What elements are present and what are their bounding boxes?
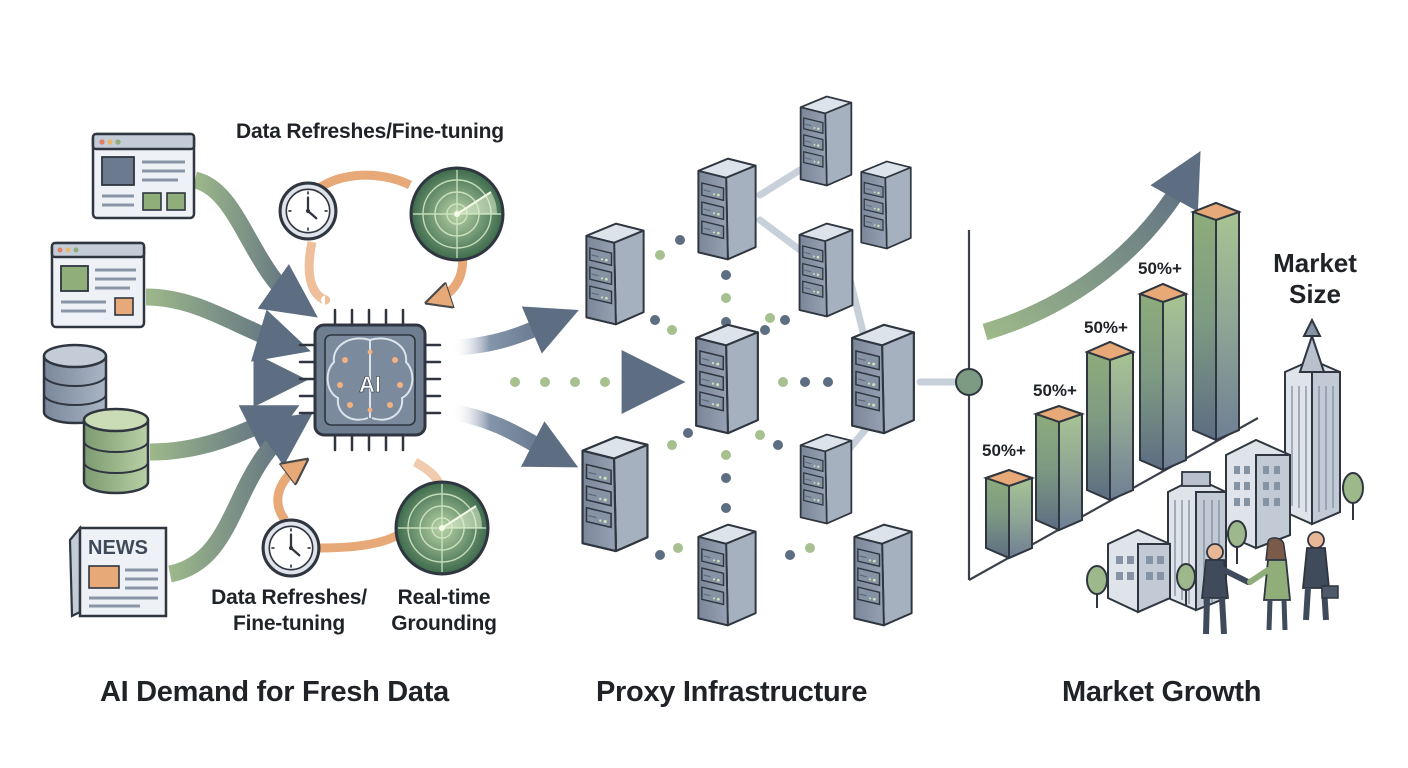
grounding-label-line2: Grounding — [391, 612, 497, 635]
bottom-refresh-label-line1: Data Refreshes/ — [211, 586, 367, 609]
database-icon — [42, 343, 108, 425]
grounding-label-line1: Real-time — [397, 586, 491, 609]
radar-icon — [409, 166, 505, 262]
arrow-db2-to-chip — [149, 405, 300, 461]
bar-label: 50%+ — [1033, 381, 1077, 400]
section-title-proxy: Proxy Infrastructure — [596, 676, 868, 708]
server-icon — [585, 222, 645, 326]
server-icon — [799, 95, 853, 187]
ai-chip-icon: AI — [298, 308, 442, 452]
server-icon — [581, 435, 649, 553]
growth-bar — [1190, 201, 1242, 442]
clock-icon — [278, 181, 338, 241]
chip-to-proxy-arrows — [450, 306, 686, 468]
server-icon — [798, 222, 854, 318]
businessman-icon — [1201, 543, 1251, 635]
webpage-icon — [50, 241, 146, 329]
news-text: NEWS — [88, 537, 148, 559]
source-arrows — [108, 171, 318, 583]
arrow-webpage1-to-chip — [192, 171, 318, 318]
bottom-refresh-label-line2: Fine-tuning — [232, 612, 346, 635]
tree-icon — [1342, 472, 1364, 520]
growth-bar — [1032, 404, 1086, 532]
growth-bar — [1137, 282, 1189, 472]
database-icon — [82, 407, 150, 495]
server-icon — [695, 323, 759, 435]
grounding-label: Real-time Grounding — [385, 585, 503, 637]
bar-label: 50%+ — [1138, 259, 1182, 278]
growth-bar — [1084, 340, 1136, 502]
server-icon — [860, 160, 912, 250]
proxy-network-dots — [650, 235, 833, 560]
office-building-icon — [1225, 438, 1291, 550]
section-title-ai-demand: AI Demand for Fresh Data — [100, 676, 449, 708]
bar-label: 50%+ — [982, 441, 1026, 460]
top-refresh-label: Data Refreshes/Fine-tuning — [236, 120, 504, 143]
radar-icon — [394, 480, 490, 576]
server-icon — [697, 523, 757, 627]
section-title-market-growth: Market Growth — [1062, 676, 1262, 708]
chip-text: AI — [359, 372, 381, 397]
tree-icon — [1176, 563, 1196, 606]
tree-icon — [1227, 520, 1247, 564]
businessman-icon — [1302, 531, 1339, 621]
server-icon — [799, 433, 853, 525]
growth-bar — [982, 468, 1036, 560]
growth-bars — [982, 201, 1242, 560]
server-icon — [853, 523, 913, 627]
market-size-line2: Size — [1288, 279, 1342, 309]
server-icon — [851, 323, 915, 435]
webpage-icon — [91, 132, 196, 220]
businesswoman-icon — [1247, 537, 1291, 631]
market-size-label: Market Size — [1256, 248, 1374, 310]
newspaper-icon: NEWS — [68, 524, 168, 618]
bar-label: 50%+ — [1084, 318, 1128, 337]
arrow-chip-to-proxy-top — [451, 306, 579, 356]
clock-icon — [261, 518, 321, 578]
flow-dots — [510, 377, 610, 387]
market-size-line1: Market — [1273, 248, 1357, 278]
arrow-news-to-chip — [167, 412, 313, 583]
server-icon — [697, 157, 757, 261]
bottom-refresh-label: Data Refreshes/ Fine-tuning — [205, 585, 373, 637]
axis-node — [955, 368, 983, 396]
arrow-chip-to-proxy-bottom — [450, 404, 579, 468]
tree-icon — [1086, 565, 1108, 608]
skyscraper-icon — [1284, 317, 1341, 526]
arrow-webpage2-to-chip — [145, 288, 311, 362]
growth-arrow — [982, 150, 1201, 341]
office-building-icon — [1107, 528, 1171, 614]
